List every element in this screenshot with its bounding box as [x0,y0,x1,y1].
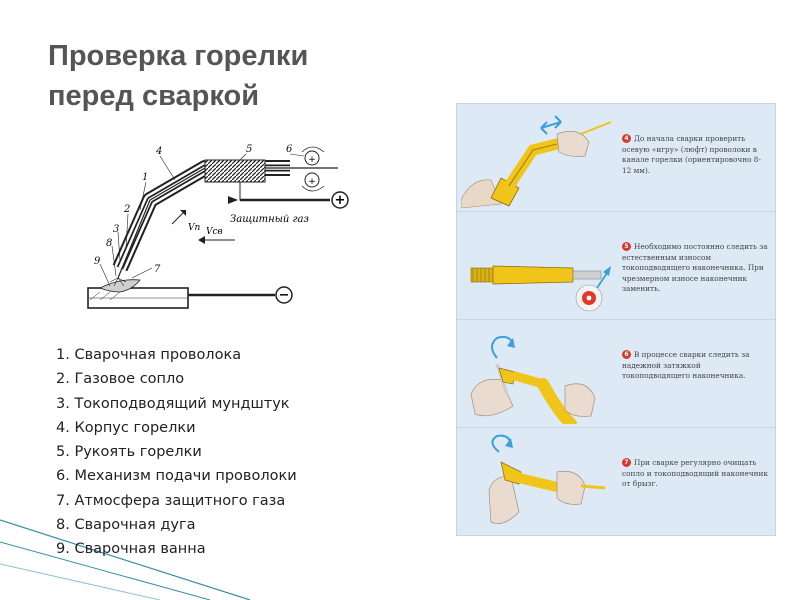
step-6-badge: 6 [622,350,631,359]
torch-diagram: − Защитный газ + + + Vп Vсв [87,144,349,309]
wire [117,167,338,279]
callout-6: 6 [286,144,293,155]
vsv-label: Vсв [206,227,223,237]
nozzle-cleaning-illustration [488,434,606,524]
legend-item: 7. Атмосфера защитного газа [56,492,286,509]
contact-tip-illustration [470,265,611,312]
callout-2: 2 [123,204,130,215]
step-5-description: Необходимо постоянно следить за естестве… [622,242,768,294]
legend-list: 1. Сварочная проволока 2. Газовое сопло … [56,343,297,562]
gas-label: Защитный газ [230,214,309,225]
callout-5: 5 [246,144,252,155]
callout-7: 7 [154,264,161,275]
callout-9: 9 [94,256,101,267]
callout-4: 4 [155,146,162,157]
title-line-1: Проверка горелки [48,40,309,72]
step-6-description: В процессе сварки следить за надежной за… [622,350,750,381]
plus-sign-roller: + [308,155,316,165]
tip-tightening-illustration [470,335,596,424]
callout-8: 8 [106,238,112,249]
legend-item: 4. Корпус горелки [56,419,196,436]
gas-line [239,182,300,201]
legend-item: 3. Токоподводящий мундштук [56,395,290,412]
legend-item: 8. Сварочная дуга [56,517,196,534]
step-4-description: До начала сварки проверить осевую «игру»… [622,134,761,175]
feed-roller-bottom [304,172,320,188]
callout-1: 1 [142,172,148,183]
feed-roller-top [304,150,320,166]
callout-3: 3 [113,224,119,235]
step-7-description: При сварке регулярно очищать сопло и ток… [622,458,768,489]
step-7-badge: 7 [622,458,631,467]
torch-wire-play-illustration [461,115,612,208]
legend-item: 1. Сварочная проволока [56,347,242,363]
step-5-badge: 5 [622,242,631,251]
plus-sign-roller-2: + [308,177,316,187]
legend-item: 6. Механизм подачи проволоки [56,468,297,485]
plus-terminal [331,191,349,209]
page-title: Проверка горелки перед сваркой [48,36,308,116]
minus-sign: − [279,288,290,303]
torch-handle [204,159,266,183]
corner-decoration [0,519,251,600]
step-4-badge: 4 [622,134,631,143]
legend-item: 2. Газовое сопло [56,371,185,388]
minus-terminal [275,286,293,304]
legend-item: 9. Сварочная ванна [56,541,206,558]
vn-label: Vп [188,223,200,233]
plus-sign-right: + [335,193,346,208]
title-line-2: перед сваркой [48,80,260,112]
legend-item: 5. Рукоять горелки [56,444,202,461]
